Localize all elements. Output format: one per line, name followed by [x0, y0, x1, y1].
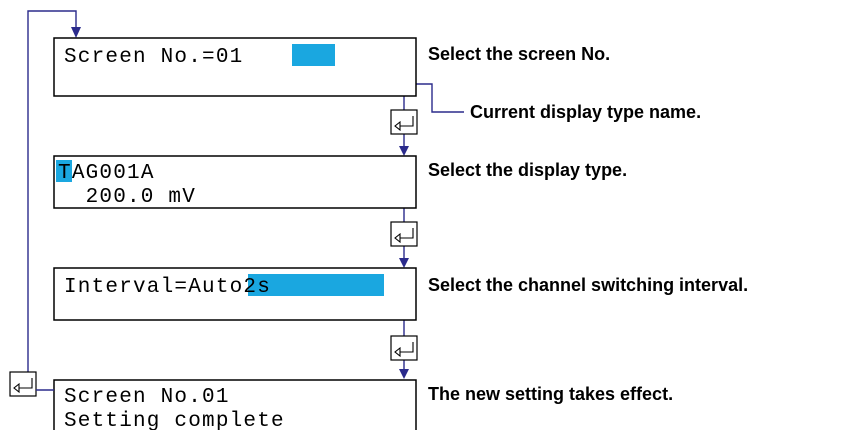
svg-text:TAG001A: TAG001A	[58, 162, 155, 185]
lcd-highlight-text: T	[58, 162, 72, 185]
lcd-screen-no: Screen No.=01	[53, 37, 417, 97]
enter-key-icon	[390, 221, 418, 247]
lcd-text: Screen No.01	[64, 386, 230, 409]
enter-key-icon	[390, 109, 418, 135]
lcd-interval: Interval=Auto2s	[53, 267, 417, 321]
enter-key-icon	[390, 335, 418, 361]
lcd-complete: Screen No.01 Setting complete	[53, 379, 417, 430]
note-select-interval: Select the channel switching interval.	[428, 275, 748, 295]
highlight-display-type	[56, 160, 72, 182]
note-current-display: Current display type name.	[470, 102, 701, 122]
lcd-highlight-text: Auto2s	[188, 276, 271, 299]
lcd-highlight-text: 01	[216, 46, 244, 69]
note-select-screen: Select the screen No.	[428, 44, 610, 64]
highlight-interval	[248, 274, 384, 296]
lcd-text: Setting complete	[64, 410, 285, 430]
note-takes-effect: The new setting takes effect.	[428, 384, 673, 404]
svg-text:200.0 mV: 200.0 mV	[58, 186, 196, 209]
loop-back-line	[27, 10, 77, 380]
svg-text:Screen No.01: Screen No.01	[64, 386, 230, 409]
lcd-text: Interval=	[64, 276, 188, 299]
loop-back-arrowhead	[71, 27, 81, 38]
flow-arrowhead-1	[399, 146, 409, 156]
lcd-display-type: TAG001A 200.0 mV	[53, 155, 417, 209]
lcd-text: AG001A	[72, 162, 155, 185]
lcd-text: Screen No.=	[64, 46, 216, 69]
note-select-display: Select the display type.	[428, 160, 627, 180]
flow-arrowhead-2	[399, 258, 409, 268]
svg-text:Screen No.=01: Screen No.=01	[64, 46, 243, 69]
lcd-text: 200.0 mV	[58, 186, 196, 209]
enter-key-icon	[9, 371, 37, 397]
svg-text:Interval=Auto2s: Interval=Auto2s	[64, 276, 271, 299]
svg-text:Setting complete: Setting complete	[64, 410, 285, 430]
highlight-screen-no	[292, 44, 335, 66]
flow-arrowhead-3	[399, 369, 409, 379]
